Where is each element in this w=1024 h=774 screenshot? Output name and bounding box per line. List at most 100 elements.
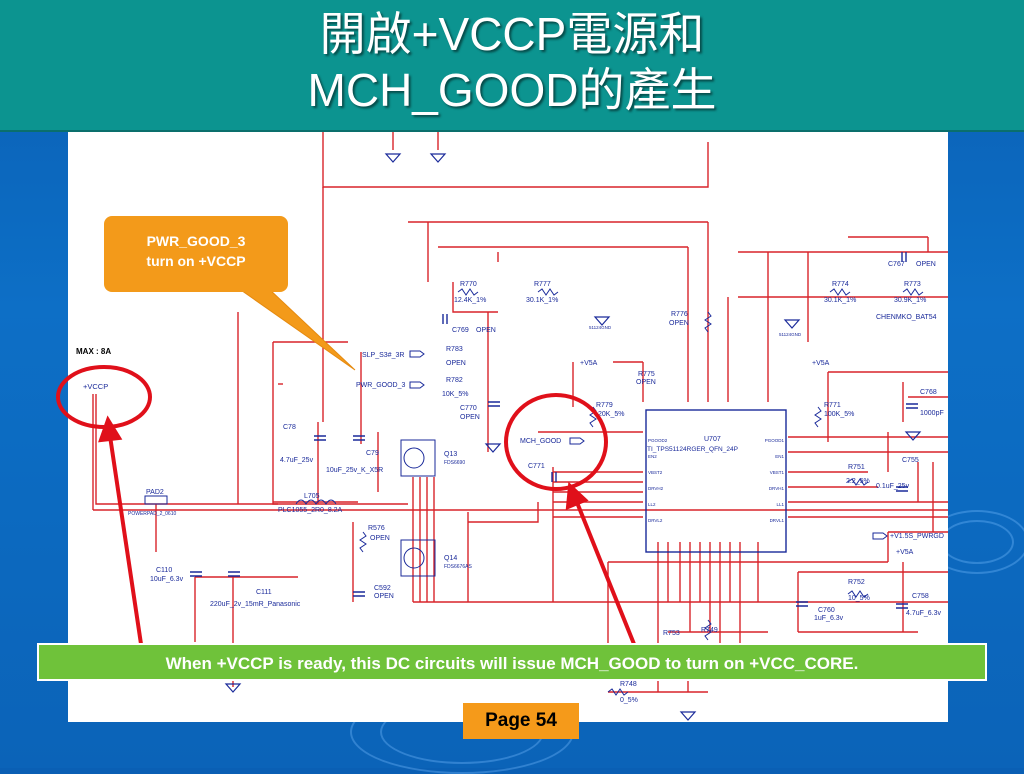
label-c111: C111: [256, 589, 272, 596]
label-q14: Q14: [444, 555, 457, 562]
label-chenmko: CHENMKO_BAT54: [876, 314, 937, 321]
label-c79: C79: [366, 450, 379, 457]
callout-tail: [236, 287, 356, 371]
label-sub1: 51124GND: [589, 325, 612, 330]
label-r770v: 12.4K_1%: [454, 297, 486, 304]
label-r775v: OPEN: [636, 379, 656, 386]
label-c111v: 220uF_2v_15mR_Panasonic: [210, 601, 301, 608]
highlight-circle-vccp: [56, 365, 152, 429]
label-r748: R748: [620, 681, 637, 688]
label-r752v: 10_5%: [848, 595, 870, 602]
ic-right-pins: PGOOD1 EN1 VBST1 DRVH1 LL1 DRVL1: [765, 438, 785, 523]
label-r753: R753: [663, 630, 680, 637]
ic-pin-en2: EN2: [648, 454, 657, 459]
label-c770: C770: [460, 405, 477, 412]
label-c79v: 10uF_25v_K_X5R: [326, 467, 383, 474]
label-r751v: 2.2_5%: [846, 478, 870, 485]
label-c770v: OPEN: [460, 414, 480, 421]
label-r771: R771: [824, 402, 841, 409]
label-c592: C592: [374, 585, 391, 592]
label-slp: SLP_S3#_3R: [362, 352, 404, 359]
label-c758v: 4.7uF_6.3v: [906, 610, 942, 617]
label-r774: R774: [832, 281, 849, 288]
callout-line2: turn on +VCCP: [146, 253, 246, 269]
ic-pin-drvh2: DRVH2: [648, 486, 664, 491]
slide-title-line1: 開啟+VCCP電源和: [319, 8, 705, 60]
label-r576: R576: [368, 525, 385, 532]
label-c768v: 1000pF: [920, 410, 944, 417]
mosfets: [400, 439, 436, 577]
label-c768: C768: [920, 389, 937, 396]
label-v5a2: +V5A: [812, 360, 830, 367]
ic-left-pins: PGOOD2 EN2 VBST2 DRVH2 LL2 DRVL2: [648, 438, 668, 523]
label-c767v: OPEN: [916, 261, 936, 268]
arrow-line-left: [108, 435, 143, 645]
label-r783v: OPEN: [446, 360, 466, 367]
label-r770: R770: [460, 281, 477, 288]
arrow-head-right: [565, 481, 589, 511]
label-pwrgood: PWR_GOOD_3: [356, 382, 406, 389]
label-r783: R783: [446, 346, 463, 353]
ic-pin-drvl2: DRVL2: [648, 518, 663, 523]
page-number-label: Page 54: [463, 703, 579, 739]
label-l705: L705: [304, 493, 320, 500]
arrow-head-left: [98, 415, 123, 443]
label-v5a3: +V5A: [896, 549, 914, 556]
label-vccp: +VCCP: [83, 382, 108, 391]
label-max: MAX : 8A: [76, 347, 111, 356]
label-r782: R782: [446, 377, 463, 384]
label-r782v: 10K_5%: [442, 391, 468, 398]
label-c78v: 4.7uF_25v: [280, 457, 314, 464]
explanation-note: When +VCCP is ready, this DC circuits wi…: [37, 643, 987, 681]
label-c755: C755: [902, 457, 919, 464]
label-r748v: 0_5%: [620, 697, 638, 704]
label-mchgood: MCH_GOOD: [520, 438, 561, 445]
label-c755v: 0.1uF_25v: [876, 483, 910, 490]
highlight-circle-mchgood: [504, 393, 608, 491]
ic-pin-ll1: LL1: [776, 502, 784, 507]
pwm-controller-ic: [645, 409, 787, 553]
ic-pin-drvh1: DRVH1: [769, 486, 785, 491]
label-r773: R773: [904, 281, 921, 288]
label-l705v: PLC1055_2R0_8.2A: [278, 507, 343, 514]
ic-pin-pgood1: PGOOD1: [765, 438, 785, 443]
ic-pin-vbst2: VBST2: [648, 470, 663, 475]
label-c760v: 1uF_6.3v: [814, 615, 844, 622]
label-r776v: OPEN: [669, 320, 689, 327]
label-c78: C78: [283, 424, 296, 431]
pointer-arrows: [98, 415, 636, 645]
label-r775: R775: [638, 371, 655, 378]
label-c769: C769: [452, 327, 469, 334]
slide-title-line2: MCH_GOOD的產生: [307, 64, 717, 116]
label-c592v: OPEN: [374, 593, 394, 600]
ground-symbols: [224, 153, 922, 721]
label-r779v: 20K_5%: [598, 411, 624, 418]
label-v15s: +V1.5S_PWRGD: [890, 533, 944, 540]
label-pad2: PAD2: [146, 489, 164, 496]
pad2-symbol: [144, 495, 168, 505]
label-ic: TI_TPS51124RGER_QFN_24P: [647, 446, 738, 453]
label-q13v: FDS6690: [444, 460, 465, 466]
label-r774v: 30.1K_1%: [824, 297, 856, 304]
label-q14v: FDS6676AS: [444, 564, 472, 570]
ic-pin-ll2: LL2: [648, 502, 656, 507]
label-r777v: 30.1K_1%: [526, 297, 558, 304]
callout-pwr-good: PWR_GOOD_3 turn on +VCCP: [104, 216, 288, 292]
ic-pin-drvl1: DRVL1: [770, 518, 785, 523]
callout-line1: PWR_GOOD_3: [146, 233, 246, 249]
label-padfoot: POWERPAD_2_0610: [128, 511, 176, 517]
label-r777: R777: [534, 281, 551, 288]
label-r752: R752: [848, 579, 865, 586]
label-c760: C760: [818, 607, 835, 614]
label-r749: R749: [701, 627, 718, 634]
label-c767: C767: [888, 261, 905, 268]
label-r751: R751: [848, 464, 865, 471]
label-c769v: OPEN: [476, 327, 496, 334]
label-r576v: OPEN: [370, 535, 390, 542]
arrow-line-right: [574, 499, 636, 645]
slide-title: 開啟+VCCP電源和 MCH_GOOD的產生: [0, 6, 1024, 118]
capacitors: [190, 252, 918, 609]
label-r773v: 30.9K_1%: [894, 297, 926, 304]
label-c771: C771: [528, 463, 545, 470]
